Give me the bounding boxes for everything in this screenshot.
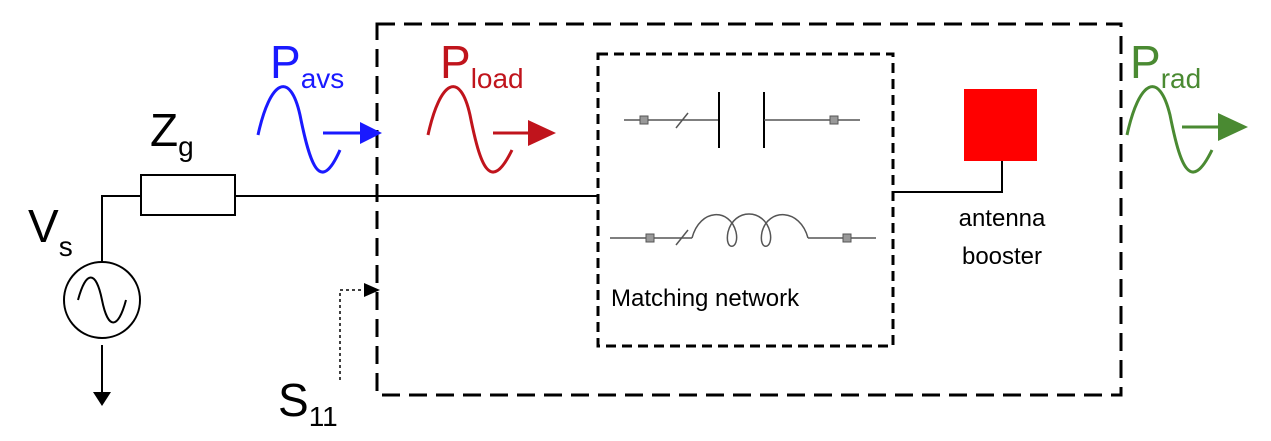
matching-network-label: Matching network bbox=[611, 285, 800, 312]
antenna-label-line2: booster bbox=[962, 243, 1042, 270]
zg-label: Zg bbox=[150, 104, 194, 162]
source-circuit bbox=[63, 174, 598, 406]
s11-label: S11 bbox=[278, 374, 338, 432]
avs-wave-arrow bbox=[256, 85, 382, 174]
vs-label: Vs bbox=[28, 200, 73, 262]
load-wave-arrow bbox=[426, 85, 556, 174]
rad-wave-arrow bbox=[1125, 85, 1248, 174]
output-wire bbox=[893, 160, 1003, 193]
system-boundary-box bbox=[375, 22, 1123, 397]
capacitor-component bbox=[624, 92, 860, 148]
p-rad-label: Prad bbox=[1130, 36, 1201, 94]
inductor-component bbox=[610, 213, 876, 247]
matching-network-box bbox=[596, 52, 895, 348]
p-avs-label: Pavs bbox=[270, 36, 344, 94]
ground-arrow-icon bbox=[93, 392, 111, 406]
sine-symbol-icon bbox=[77, 276, 127, 324]
antenna-label-line1: antenna bbox=[959, 205, 1046, 232]
impedance-resistor bbox=[140, 174, 236, 216]
p-load-label: Pload bbox=[440, 36, 524, 94]
s11-reflection-arrow bbox=[339, 283, 380, 380]
antenna-booster-block bbox=[964, 89, 1037, 161]
source-wire-up bbox=[101, 195, 141, 262]
